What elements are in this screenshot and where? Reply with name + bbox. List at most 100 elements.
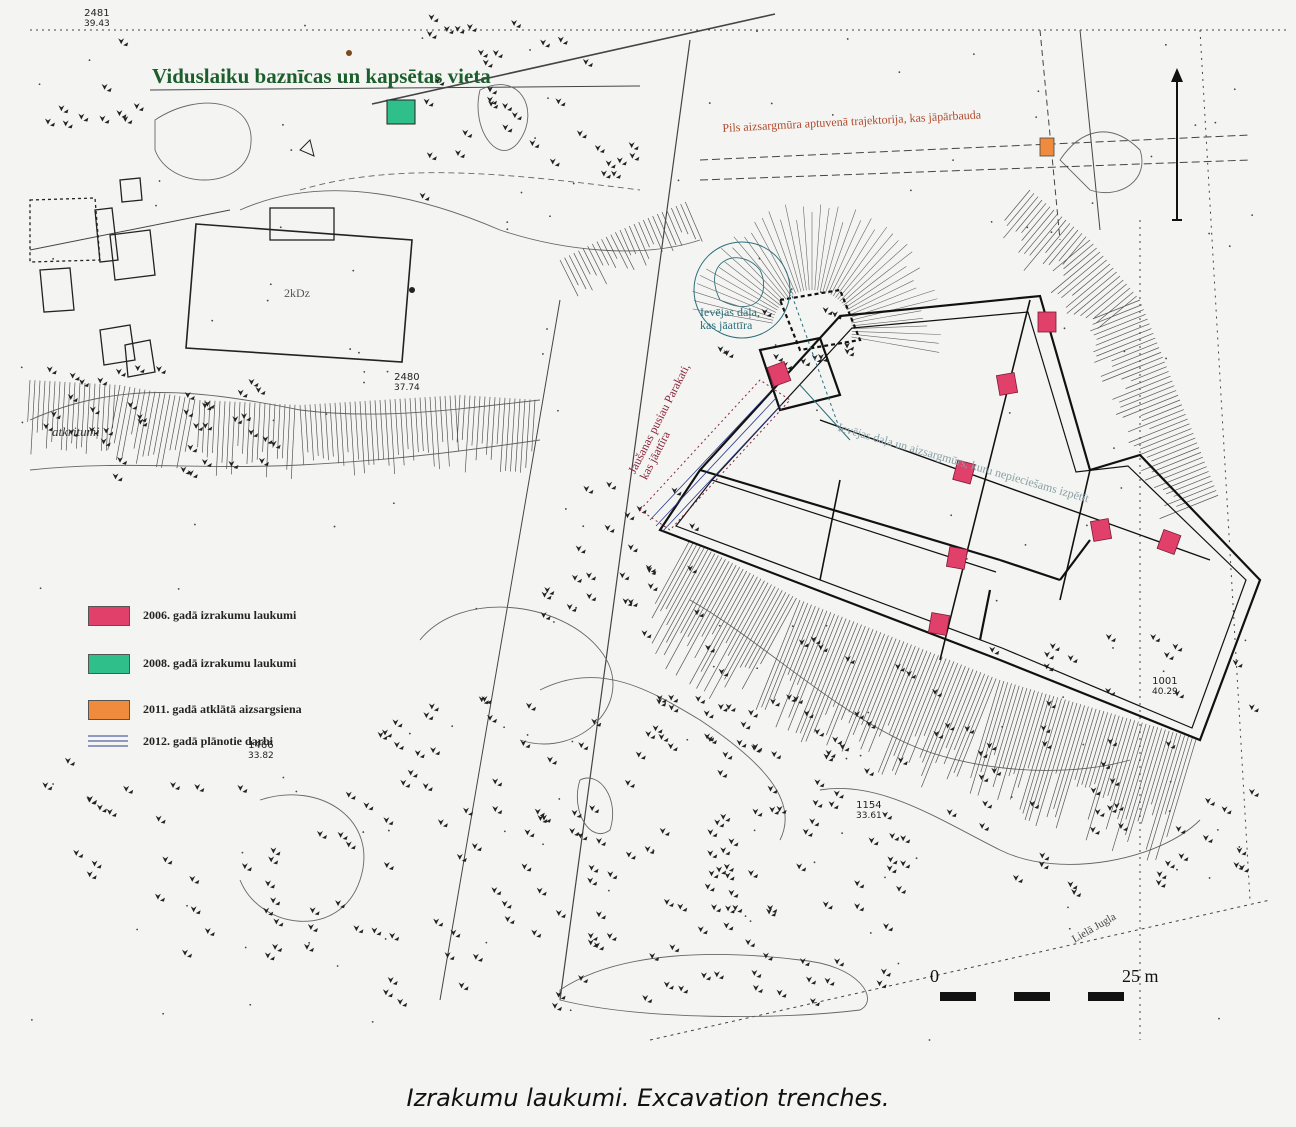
fan-stroke (768, 211, 799, 293)
hatch-stroke (1133, 423, 1190, 447)
hatch-stroke (661, 211, 677, 246)
hatch-stroke (1036, 700, 1070, 809)
tree-icon (118, 38, 129, 47)
hatch-stroke (71, 382, 76, 444)
hatch-stroke (1057, 255, 1104, 295)
elevation-dot (846, 38, 849, 40)
elevation-dot (753, 829, 756, 832)
hatch-stroke (1137, 729, 1166, 822)
tree-icon (822, 307, 833, 316)
hatch-stroke (256, 402, 261, 460)
hatch-stroke (1024, 213, 1059, 255)
hatch-stroke (591, 243, 604, 266)
elevation-dot (362, 831, 365, 833)
tree-icon (202, 422, 213, 431)
tree-icon (748, 709, 759, 718)
elevation-dot (869, 932, 872, 934)
tree-icon (704, 644, 715, 653)
hatch-stroke (1102, 717, 1128, 799)
tree-icon (844, 655, 855, 664)
hatch-stroke (578, 250, 591, 275)
hatch-stroke (868, 644, 912, 752)
tree-icon (462, 129, 473, 138)
slope-hatching-tower (692, 204, 941, 353)
hatch-stroke (1042, 226, 1075, 265)
hatch-stroke (922, 664, 962, 763)
station-id: 1154 (856, 800, 882, 811)
upper-part-label: Ievējas daļa, kas jāattīra (700, 306, 760, 332)
tree-icon (979, 822, 990, 831)
elevation-dot (475, 607, 478, 610)
legend-label: 2006. gadā izrakumu laukumi (143, 608, 297, 622)
tree-icon (1238, 864, 1249, 873)
tree-icon (134, 364, 145, 373)
hatch-stroke (1004, 189, 1031, 221)
hatch-stroke (461, 395, 466, 440)
station-elevation: 37.74 (394, 383, 420, 393)
hatch-stroke (852, 636, 893, 736)
tree-icon (571, 574, 582, 583)
tree-icon (531, 929, 542, 938)
fan-stroke (825, 209, 857, 293)
tree-icon (844, 348, 855, 357)
tree-icon (880, 968, 891, 977)
tree-icon (511, 112, 522, 121)
tree-icon (189, 875, 200, 884)
hatch-stroke (147, 392, 161, 456)
hatch-stroke (1111, 347, 1160, 367)
elevation-dot (52, 257, 55, 260)
hatch-stroke (921, 666, 966, 777)
elevation-dot (816, 409, 818, 412)
hatch-stroke (1061, 259, 1107, 298)
elevation-dot (408, 732, 411, 735)
tree-icon (659, 827, 670, 836)
hatch-stroke (1029, 216, 1063, 256)
tree-icon (854, 880, 865, 889)
hatch-stroke (739, 590, 783, 668)
hatch-stroke (276, 403, 281, 459)
tree-icon (270, 897, 281, 906)
station-elevation: 39.43 (84, 19, 110, 29)
elevation-dot (859, 754, 862, 757)
tree-icon (478, 696, 489, 705)
hatch-stroke (1151, 442, 1198, 462)
tree-icon (806, 976, 817, 985)
tree-icon (248, 429, 259, 438)
hatch-stroke (169, 396, 181, 451)
fan-stroke (761, 217, 797, 294)
tree-icon (1175, 825, 1186, 834)
hatch-stroke (475, 396, 481, 461)
hatch-stroke (51, 381, 56, 442)
tree-icon (720, 813, 731, 822)
hatch-stroke (1002, 687, 1028, 769)
hatch-stroke (1003, 196, 1039, 239)
hatch-stroke (309, 404, 314, 461)
buildings (29, 177, 413, 378)
hatch-stroke (1084, 712, 1109, 788)
tree-icon (776, 989, 787, 998)
tree-icon (697, 926, 708, 935)
trench-2006-square (1089, 518, 1113, 542)
tree-icon (616, 157, 627, 166)
elevation-dot (211, 319, 214, 322)
tree-icon (776, 805, 787, 814)
elevation-dot (770, 102, 773, 105)
tree-icon (387, 976, 398, 985)
fan-stroke (718, 267, 780, 308)
elevation-dot (652, 849, 655, 852)
hatch-stroke (657, 213, 674, 252)
hatch-stroke (825, 627, 870, 736)
trench-2008 (386, 99, 416, 125)
hatch-stroke (956, 678, 997, 777)
fan-stroke (851, 325, 928, 329)
hatch-stroke (1164, 736, 1189, 815)
tree-icon (622, 598, 633, 607)
tree-icon (886, 865, 897, 874)
trench-2006-square (1156, 529, 1182, 555)
tree-icon (824, 977, 835, 986)
hatch-stroke (1125, 371, 1169, 389)
tree-icon (752, 808, 763, 817)
tree-icon (272, 943, 283, 952)
fan-stroke (820, 206, 839, 291)
tree-icon (488, 100, 499, 109)
